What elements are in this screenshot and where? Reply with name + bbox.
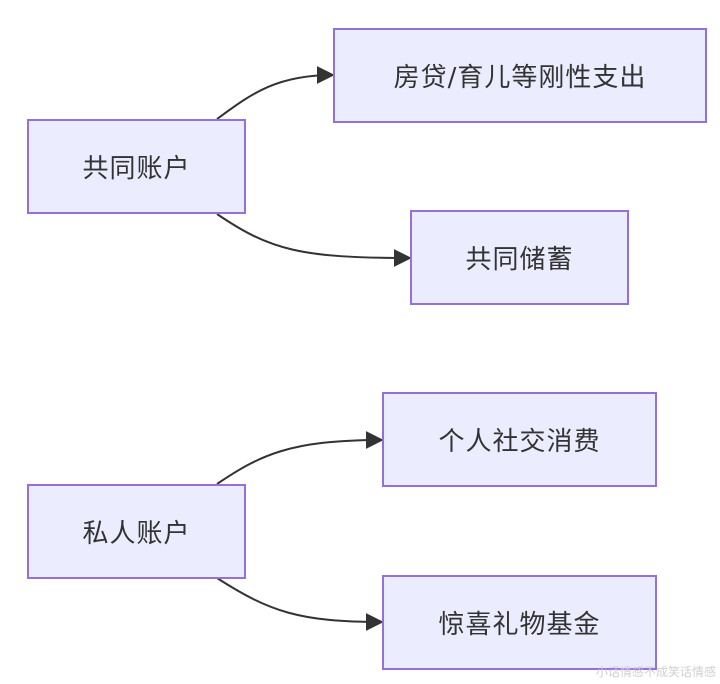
edge-joint-to-mortgage [216, 66, 335, 120]
node-joint-account: 共同账户 [27, 119, 246, 214]
watermark-text: 小话情感不成笑话情感 [595, 665, 716, 679]
node-surprise-gift-fund: 惊喜礼物基金 [382, 575, 657, 670]
edge-joint-to-savings [216, 213, 412, 267]
node-private-account: 私人账户 [27, 484, 246, 579]
node-mortgage-childcare: 房贷/育儿等刚性支出 [333, 28, 707, 123]
node-joint-savings: 共同储蓄 [410, 210, 629, 305]
edge-private-to-social [216, 431, 384, 485]
node-personal-social: 个人社交消费 [382, 392, 657, 487]
edge-private-to-gift [216, 577, 384, 631]
